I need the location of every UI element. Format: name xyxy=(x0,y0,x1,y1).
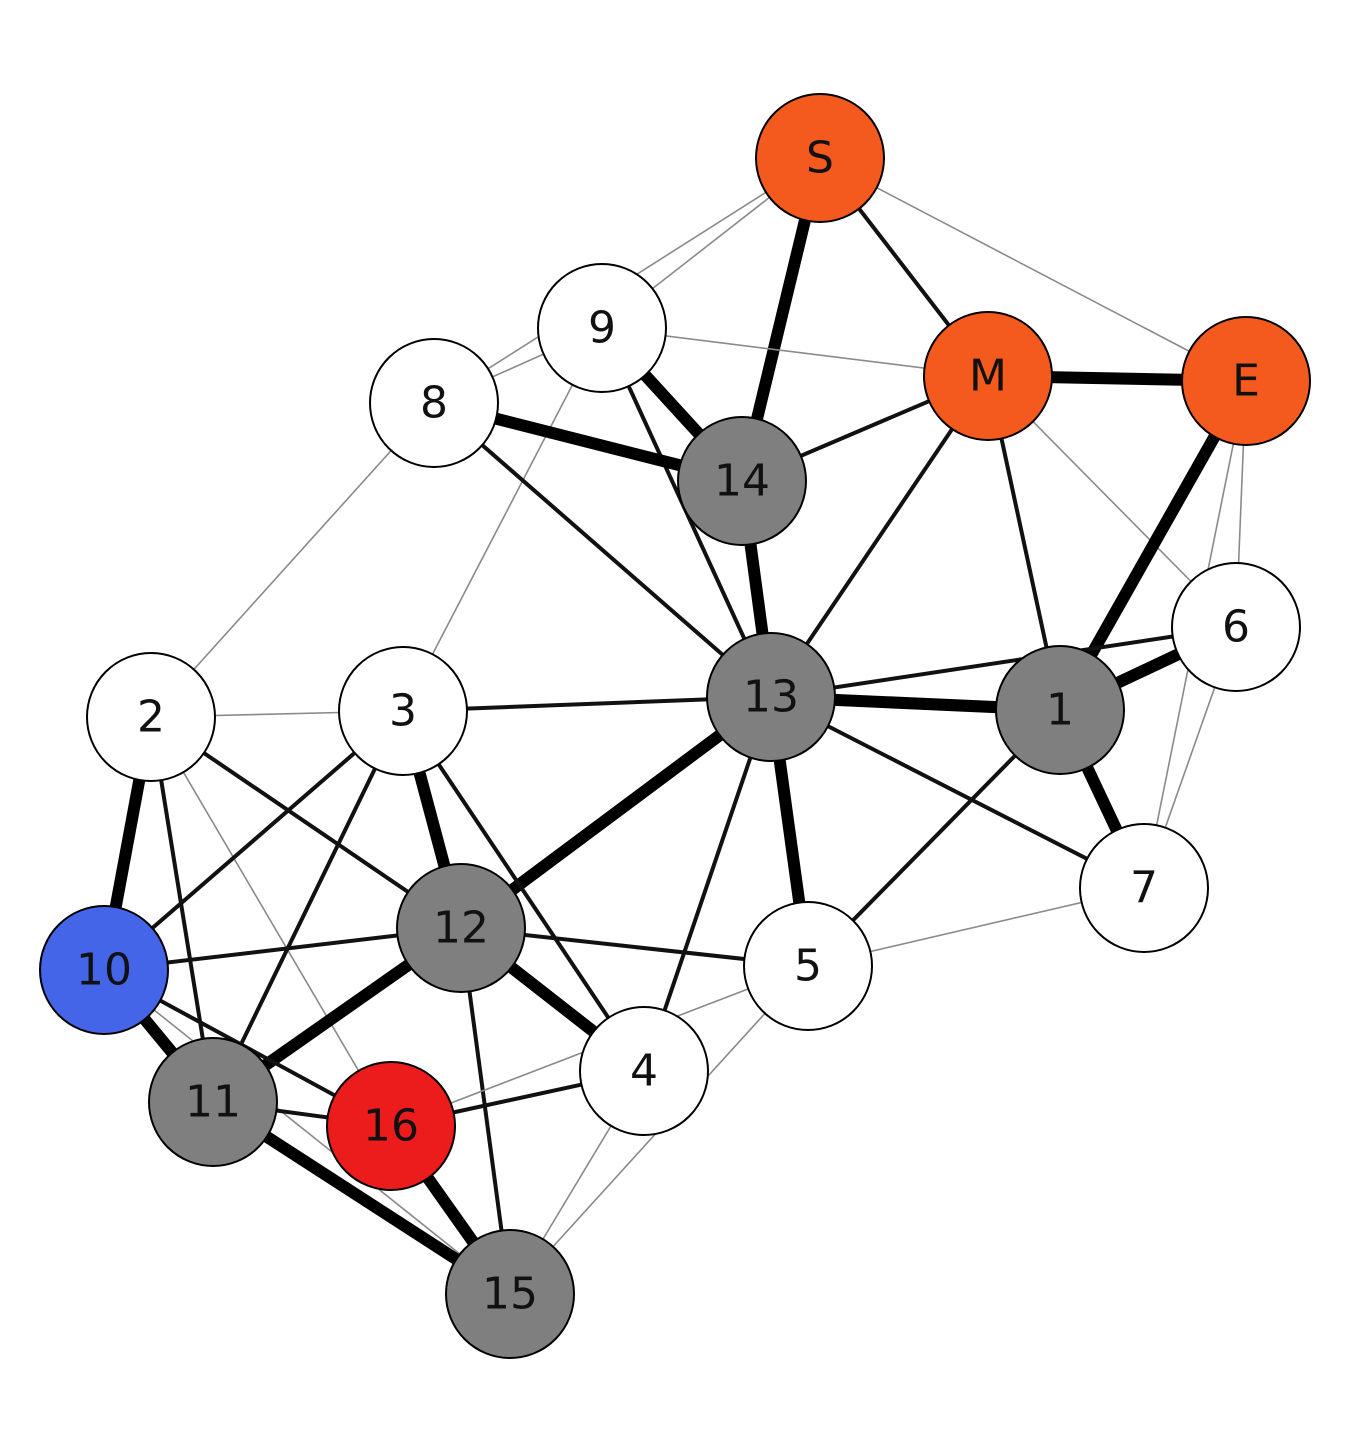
edge-10-15 xyxy=(103,969,511,1295)
node-11: 11 xyxy=(148,1037,278,1167)
node-4: 4 xyxy=(579,1006,709,1136)
node-label-1: 1 xyxy=(1046,685,1074,736)
node-circle-3 xyxy=(338,646,468,776)
node-circle-12 xyxy=(396,863,526,993)
node-16: 16 xyxy=(326,1061,456,1191)
node-circle-1 xyxy=(995,645,1125,775)
node-label-11: 11 xyxy=(185,1077,241,1128)
edge-S-E xyxy=(819,157,1247,382)
node-circle-16 xyxy=(326,1061,456,1191)
edge-3-4 xyxy=(401,709,646,1073)
edge-3-10 xyxy=(102,709,405,972)
node-label-6: 6 xyxy=(1222,602,1250,653)
node-label-3: 3 xyxy=(389,686,417,737)
node-13: 13 xyxy=(706,632,836,762)
node-5: 5 xyxy=(743,901,873,1031)
edge-3-11 xyxy=(211,710,405,1103)
node-label-15: 15 xyxy=(482,1269,538,1320)
node-label-7: 7 xyxy=(1130,863,1158,914)
node-1: 1 xyxy=(995,645,1125,775)
node-circle-8 xyxy=(369,338,499,468)
nodes-layer: S M E 9 8 14 6 2 3 13 1 7 12 10 5 4 11 16 15 xyxy=(39,93,1311,1359)
node-15: 15 xyxy=(445,1229,575,1359)
node-circle-5 xyxy=(743,901,873,1031)
node-label-8: 8 xyxy=(420,378,448,429)
node-circle-S xyxy=(755,93,885,223)
node-label-5: 5 xyxy=(794,941,822,992)
node-circle-13 xyxy=(706,632,836,762)
node-label-10: 10 xyxy=(76,945,132,996)
node-circle-M xyxy=(923,311,1053,441)
node-M: M xyxy=(923,311,1053,441)
node-S: S xyxy=(755,93,885,223)
node-8: 8 xyxy=(369,338,499,468)
node-circle-10 xyxy=(39,905,169,1035)
node-label-12: 12 xyxy=(433,903,489,954)
node-circle-7 xyxy=(1079,823,1209,953)
node-circle-9 xyxy=(537,263,667,393)
node-label-9: 9 xyxy=(588,303,616,354)
edge-13-7 xyxy=(770,695,1145,890)
node-circle-15 xyxy=(445,1229,575,1359)
node-label-16: 16 xyxy=(363,1101,419,1152)
node-circle-6 xyxy=(1171,562,1301,692)
node-label-S: S xyxy=(806,133,834,184)
node-10: 10 xyxy=(39,905,169,1035)
node-E: E xyxy=(1181,316,1311,446)
node-6: 6 xyxy=(1171,562,1301,692)
node-label-E: E xyxy=(1232,356,1260,407)
edge-8-13 xyxy=(432,401,773,699)
node-12: 12 xyxy=(396,863,526,993)
node-14: 14 xyxy=(677,416,807,546)
node-label-M: M xyxy=(969,351,1007,402)
node-label-2: 2 xyxy=(137,692,165,743)
node-circle-14 xyxy=(677,416,807,546)
edge-9-3 xyxy=(402,327,603,712)
node-label-13: 13 xyxy=(743,672,799,723)
edge-13-4 xyxy=(642,696,773,1072)
edge-2-16 xyxy=(150,716,392,1127)
node-7: 7 xyxy=(1079,823,1209,953)
node-circle-11 xyxy=(148,1037,278,1167)
node-circle-E xyxy=(1181,316,1311,446)
node-circle-2 xyxy=(86,652,216,782)
node-3: 3 xyxy=(338,646,468,776)
node-circle-4 xyxy=(579,1006,709,1136)
node-2: 2 xyxy=(86,652,216,782)
edge-8-2 xyxy=(150,402,435,718)
node-label-14: 14 xyxy=(714,456,770,507)
node-label-4: 4 xyxy=(630,1046,658,1097)
node-9: 9 xyxy=(537,263,667,393)
edge-13-6 xyxy=(770,625,1237,699)
